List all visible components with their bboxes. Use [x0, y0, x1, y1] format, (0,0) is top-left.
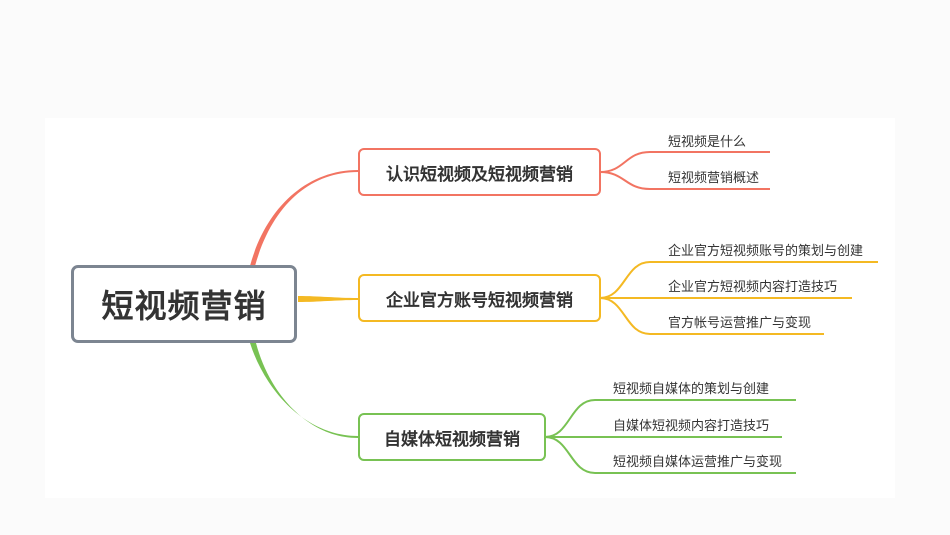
root-node-label: 短视频营销: [101, 287, 267, 325]
leaf-1-1[interactable]: 短视频是什么: [668, 135, 747, 150]
leaf-3-2[interactable]: 自媒体短视频内容打造技巧: [613, 419, 770, 434]
branch-2-leaf-1-connector: [599, 261, 878, 299]
branch-node-1-label: 认识短视频及短视频营销: [386, 164, 573, 185]
branch-1-leaf-1-connector: [599, 151, 770, 173]
branch-2-leaf-3-connector: [599, 297, 824, 335]
branch-node-3-label: 自媒体短视频营销: [384, 429, 520, 450]
branch-node-2-label: 企业官方账号短视频营销: [386, 290, 573, 311]
leaf-3-3[interactable]: 短视频自媒体运营推广与变现: [613, 455, 783, 470]
root-to-branch-2-connector: [298, 296, 358, 302]
leaf-3-1[interactable]: 短视频自媒体的策划与创建: [613, 382, 770, 397]
leaf-2-2[interactable]: 企业官方短视频内容打造技巧: [668, 280, 838, 295]
branch-node-3[interactable]: 自媒体短视频营销: [358, 413, 546, 461]
leaf-2-1[interactable]: 企业官方短视频账号的策划与创建: [668, 244, 864, 259]
branch-3-leaf-3-connector: [544, 436, 796, 474]
leaf-2-3[interactable]: 官方帐号运营推广与变现: [668, 316, 812, 331]
root-to-branch-3-connector: [250, 343, 358, 438]
branch-node-2[interactable]: 企业官方账号短视频营销: [358, 274, 601, 322]
branch-1-leaf-2-connector: [599, 171, 770, 190]
branch-node-1[interactable]: 认识短视频及短视频营销: [358, 148, 601, 196]
root-node[interactable]: 短视频营销: [71, 265, 297, 343]
root-to-branch-1-connector: [250, 170, 358, 266]
branch-3-leaf-1-connector: [544, 399, 796, 438]
leaf-1-2[interactable]: 短视频营销概述: [668, 171, 760, 186]
